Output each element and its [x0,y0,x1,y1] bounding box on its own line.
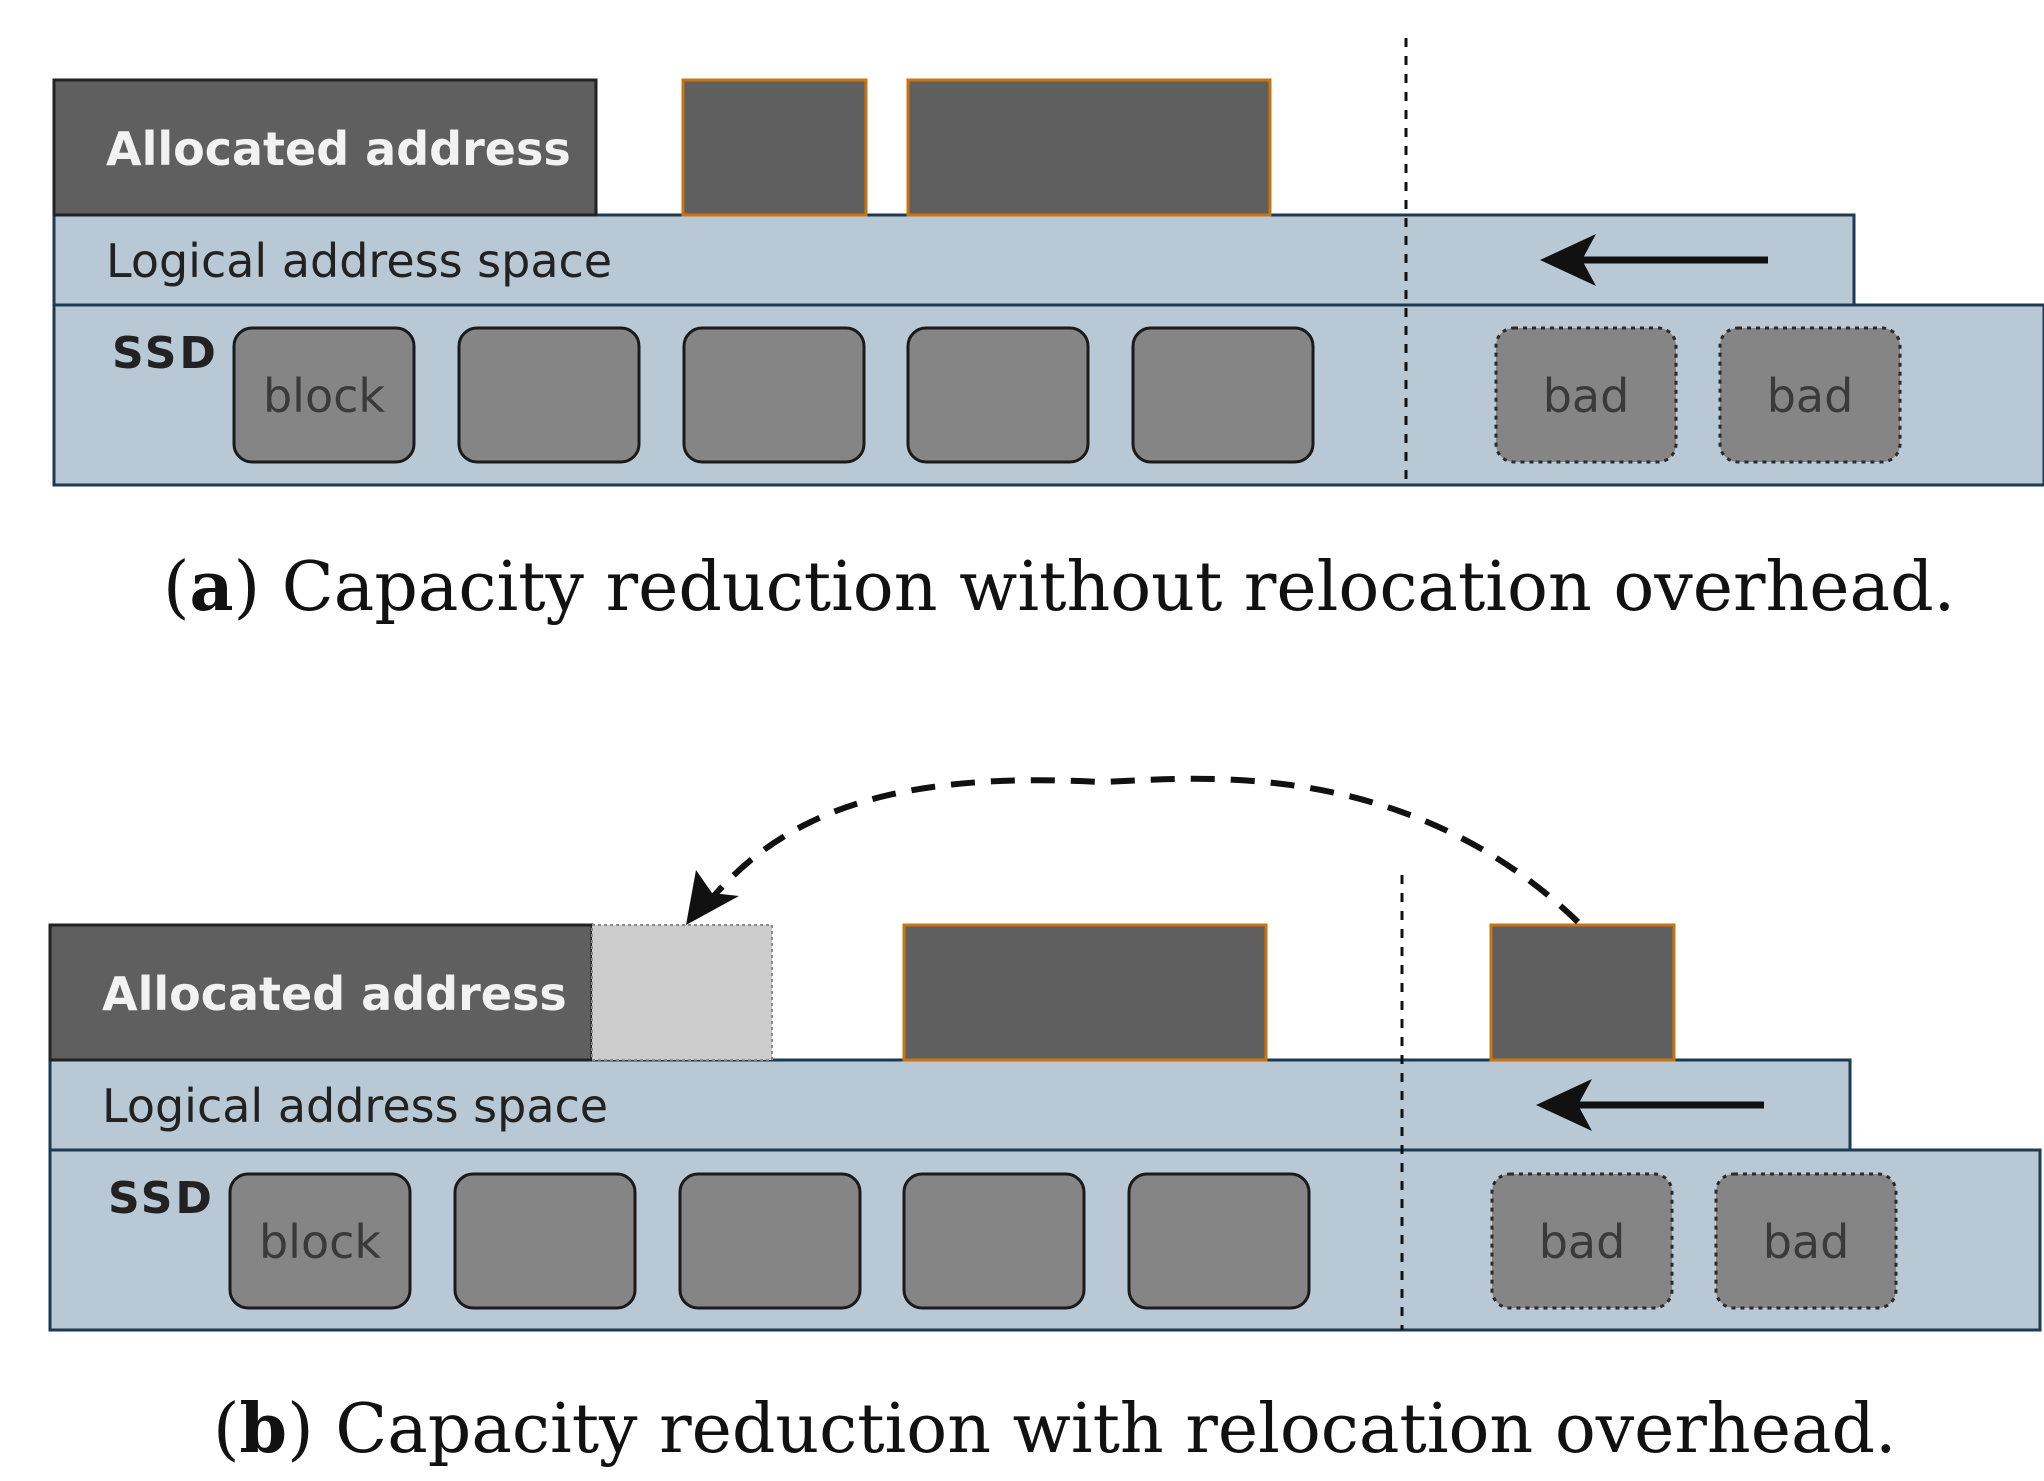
ssd-block [906,326,1090,464]
logical-address-space-label: Logical address space [106,234,612,288]
bad-block-label: bad [1539,1215,1626,1269]
left-arrow-head [1536,1079,1592,1131]
ssd-label: SSD [108,1173,215,1224]
bad-block [1490,1172,1674,1310]
bad-block-label: bad [1543,369,1630,423]
allocated-chunk-beyond-boundary [1489,923,1676,1062]
ssd-block [228,1172,412,1310]
block-label: block [259,1215,381,1269]
relocation-arrow [709,775,1581,925]
panel-a: Allocated address Logical address space … [52,38,2044,627]
bad-block [1718,326,1902,464]
ssd-block [902,1172,1086,1310]
bad-block-label: bad [1763,1215,1850,1269]
ssd-block [678,1172,862,1310]
relocation-arrow-head [686,870,739,925]
block-label: block [263,369,385,423]
caption-b-letter: b [240,1389,288,1469]
allocated-chunk [902,923,1268,1062]
allocated-address-box [52,78,598,217]
allocated-address-label: Allocated address [102,967,567,1021]
caption-a-text: Capacity reduction without relocation ov… [282,548,1955,627]
ssd-block [682,326,866,464]
allocated-chunk [906,78,1272,217]
allocated-address-box [48,923,594,1062]
caption-b-text: Capacity reduction with relocation overh… [335,1390,1896,1469]
allocated-address-label: Allocated address [106,122,571,176]
caption-b: (b) Capacity reduction with relocation o… [213,1389,1897,1469]
logical-address-space-label: Logical address space [102,1079,608,1133]
bad-block-label: bad [1767,369,1854,423]
ssd-block [1127,1172,1311,1310]
allocated-chunk [681,78,868,217]
ssd-label: SSD [112,328,219,379]
left-arrow-head [1540,234,1596,286]
caption-a-letter: a [190,547,234,627]
bad-block [1494,326,1678,464]
bad-block [1714,1172,1898,1310]
ssd-block [457,326,641,464]
panel-b: Allocated address Logical address space … [48,775,2042,1469]
ssd-block [1131,326,1315,464]
ssd-block [453,1172,637,1310]
ssd-block [232,326,416,464]
caption-a: (a) Capacity reduction without relocatio… [163,547,1955,627]
relocated-slot [591,924,773,1061]
